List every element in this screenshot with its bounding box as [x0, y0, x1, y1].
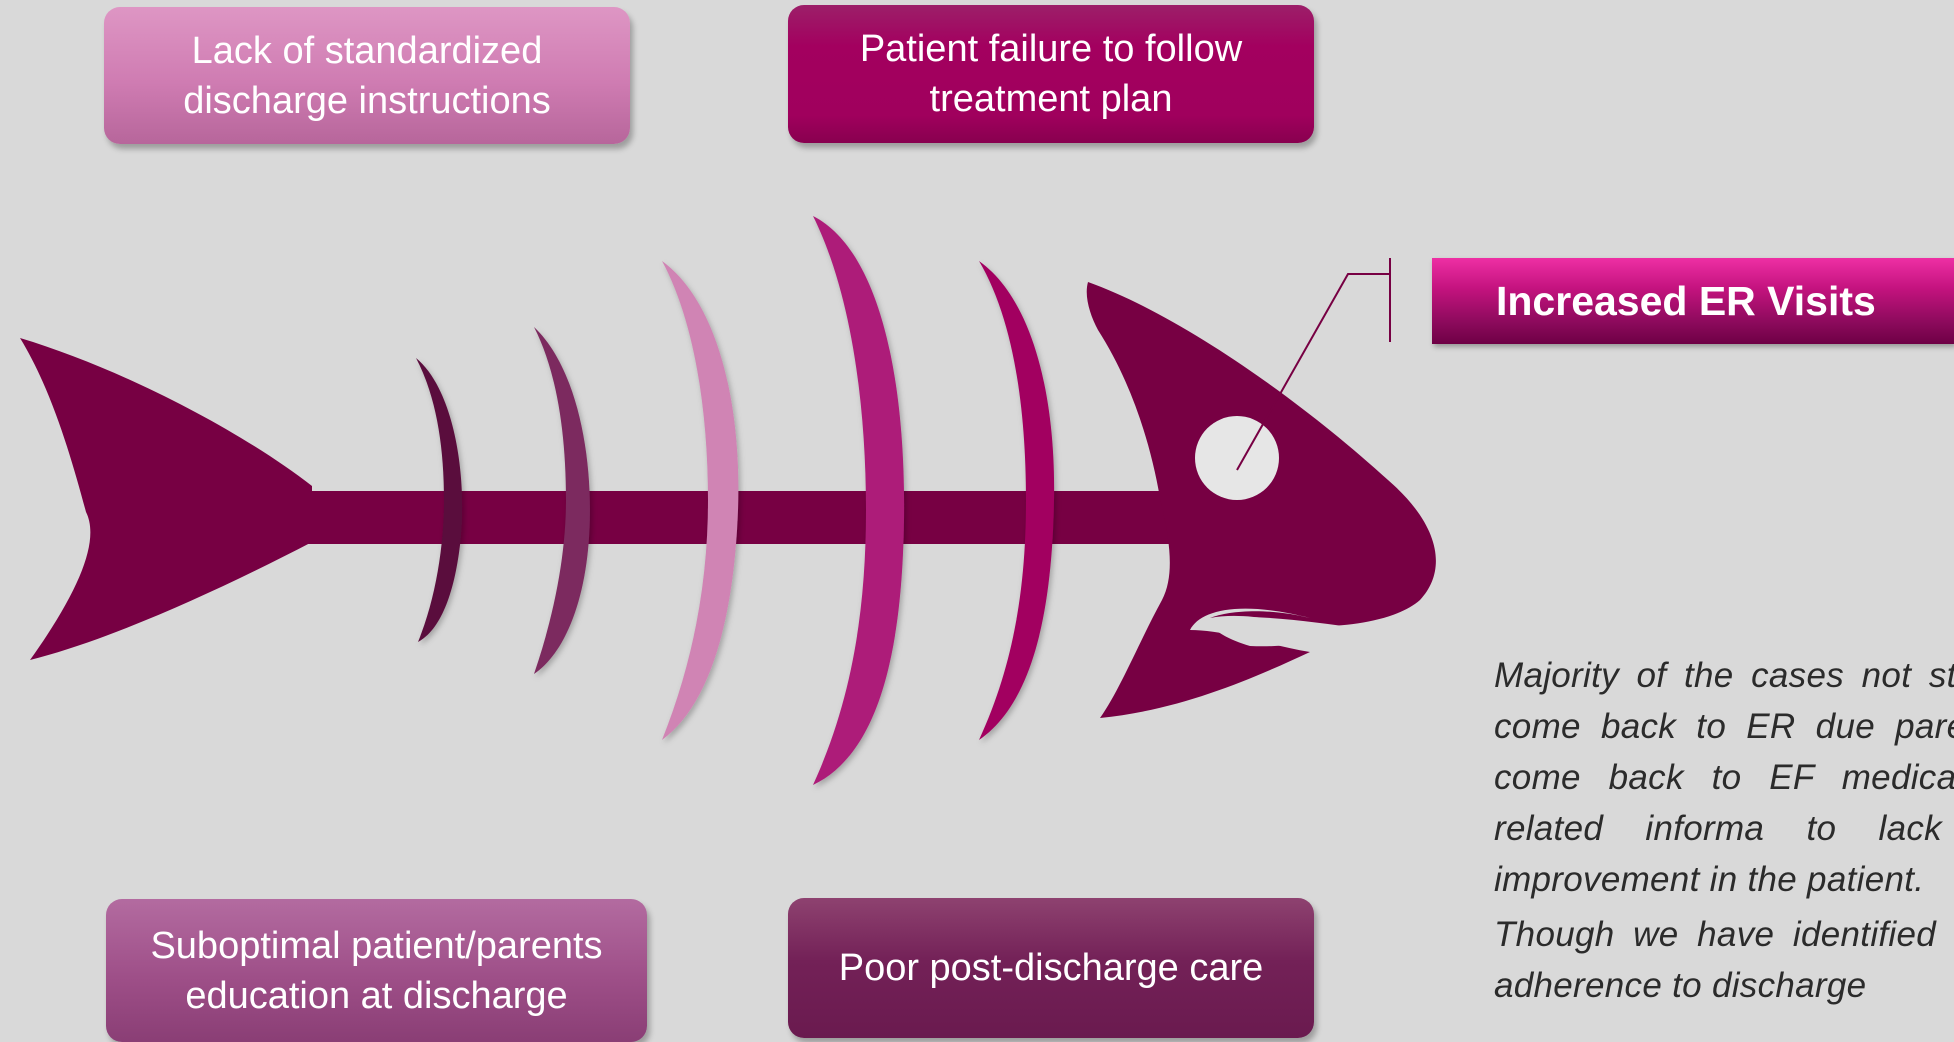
notes-paragraph-1: Majority of the cases not study come bac…	[1494, 650, 1954, 905]
fish-tail	[20, 338, 312, 660]
effect-label: Increased ER Visits	[1496, 278, 1876, 325]
notes-paragraph-2: Though we have identified non adherence …	[1494, 909, 1954, 1011]
effect-box-increased-er-visits: Increased ER Visits	[1432, 258, 1954, 344]
notes-text: Majority of the cases not study come bac…	[1494, 650, 1954, 1015]
fish-eye	[1195, 416, 1279, 500]
fish-spine	[300, 491, 1200, 544]
